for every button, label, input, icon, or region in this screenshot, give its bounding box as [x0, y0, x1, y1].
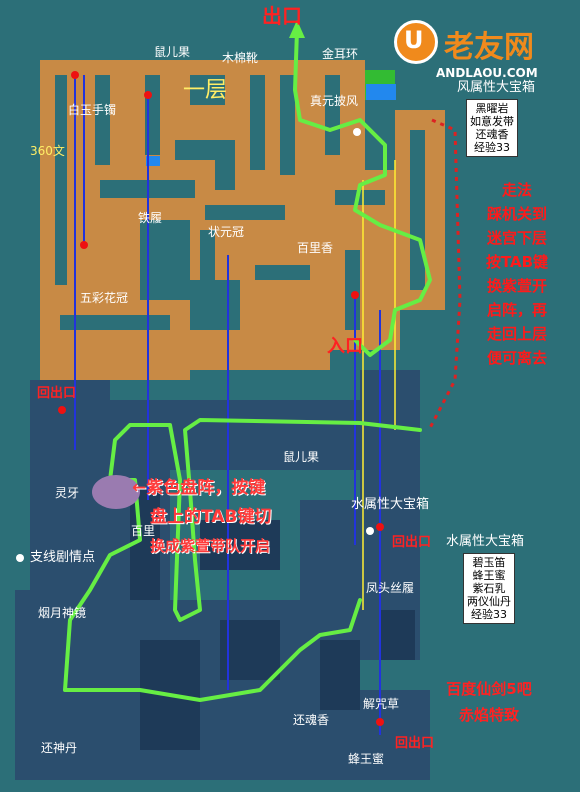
entrance-label: 入口: [327, 336, 363, 357]
item-shu-er-guo-top: 鼠儿果: [154, 45, 191, 59]
tip-line: 盘上的TAB键切: [150, 507, 272, 527]
return-exit-left: 回出口: [37, 386, 77, 401]
wind-chest-item: 还魂香: [475, 128, 509, 141]
water-chest-item: 碧玉笛: [472, 556, 506, 569]
walkthrough-note: 走法 踩机关到 迷宫下层 按TAB键 换紫萱开 启阵，再 走回上层 便可离去: [462, 178, 572, 370]
signature-line: 百度仙剑5吧: [446, 680, 532, 698]
item-360-wen: 360文: [30, 144, 65, 158]
water-chest-item: 两仪仙丹: [467, 595, 511, 608]
return-exit-bottom: 回出口: [395, 736, 435, 751]
item-zhuang-yuan-guan: 状元冠: [208, 225, 245, 239]
lower-floor: [15, 370, 430, 780]
return-exit-mid: 回出口: [392, 535, 432, 550]
water-chest-title: 水属性大宝箱: [446, 534, 525, 549]
floor-title: 一层: [183, 78, 228, 103]
note-line: 踩机关到: [486, 205, 547, 223]
water-chest-item: 紫石乳: [472, 582, 506, 595]
link-lines: [74, 75, 381, 735]
item-yan-yue-shen-jing: 烟月神镜: [38, 606, 87, 620]
water-chest-box: 碧玉笛 蜂王蜜 紫石乳 两仪仙丹 经验33: [463, 553, 515, 624]
item-feng-wang-mi: 蜂王蜜: [348, 752, 385, 766]
site-logo: U 老友网 ANDLAOU.COM: [392, 20, 572, 82]
logo-url: ANDLAOU.COM: [436, 66, 538, 80]
item-bai-li-partial: 百里: [131, 524, 156, 538]
note-line: 走回上层: [486, 325, 547, 343]
logo-icon: [394, 20, 438, 64]
item-huan-hun-xiang: 还魂香: [293, 713, 330, 727]
side-quest-label: 支线剧情点: [30, 550, 96, 565]
signature-line: 赤焰特致: [458, 706, 519, 724]
item-mu-mian-xue: 木棉靴: [222, 51, 259, 65]
door-blue: [146, 156, 160, 166]
item-bai-li-xiang: 百里香: [297, 241, 334, 255]
wind-chest-item: 经验33: [474, 141, 510, 154]
exit-label: 出口: [262, 4, 302, 28]
logo-site-name: 老友网: [444, 30, 534, 65]
water-chest-map-label: 水属性大宝箱: [351, 497, 430, 512]
tip-line: 换成紫萱带队开启: [150, 537, 271, 555]
wind-chest-item: 黑曜岩: [475, 102, 509, 115]
note-line: 便可离去: [486, 349, 547, 367]
item-shu-er-guo-mid: 鼠儿果: [283, 450, 320, 464]
item-wu-cai-hua-guan: 五彩花冠: [80, 291, 129, 305]
exit-marker-blue: [366, 84, 396, 100]
item-bai-yu-shou-zhuo: 白玉手镯: [68, 103, 117, 117]
note-line: 按TAB键: [485, 253, 549, 271]
wind-chest-box: 黑曜岩 如意发带 还魂香 经验33: [466, 99, 518, 157]
route-arrow-top: [289, 20, 305, 38]
item-jie-xiong-cao: 解咒草: [363, 697, 400, 711]
signature: 百度仙剑5吧 赤焰特致: [424, 676, 554, 728]
note-line: 换紫萱开: [486, 277, 547, 295]
tip-line: ←紫色盘阵，按键: [132, 478, 266, 498]
chest-markers: [16, 128, 374, 562]
item-tie-lv: 铁履: [138, 211, 163, 225]
tab-tip: ←紫色盘阵，按键 盘上的TAB键切 换成紫萱带队开启: [132, 474, 350, 568]
purple-formation-icon: [92, 475, 140, 509]
water-chest-item: 经验33: [471, 608, 507, 621]
link-lines-yellow: [362, 160, 396, 610]
item-huan-shen-dan: 还神丹: [41, 741, 78, 755]
note-line: 走法: [501, 181, 532, 199]
logo-icon-letter: U: [404, 26, 424, 54]
item-jin-er-huan: 金耳环: [322, 47, 359, 61]
lower-floor-walls: [130, 490, 415, 750]
water-chest-item: 蜂王蜜: [472, 569, 506, 582]
wind-chest-item: 如意发带: [470, 115, 514, 128]
item-markers: [58, 71, 384, 726]
route-path: [293, 28, 432, 357]
note-line: 迷宫下层: [486, 229, 547, 247]
note-line: 启阵，再: [486, 301, 547, 319]
item-zhen-yuan-pi-feng: 真元披风: [310, 94, 359, 108]
wind-chest-title: 风属性大宝箱: [457, 80, 536, 95]
item-ling-ya: 灵牙: [55, 486, 80, 500]
item-feng-tou-si-lv: 凤头丝履: [366, 581, 415, 595]
